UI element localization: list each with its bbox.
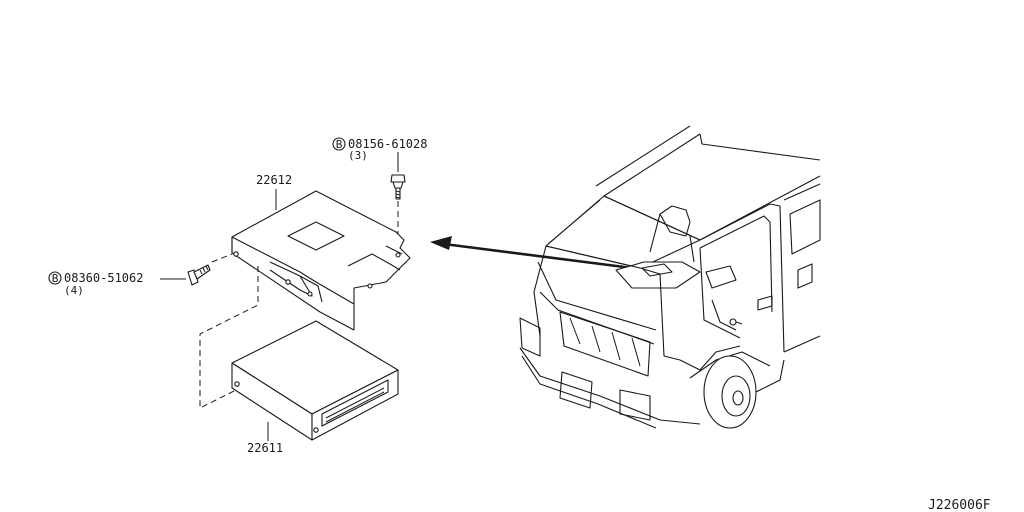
bolt-left-marker: B bbox=[52, 272, 59, 285]
location-arrow bbox=[430, 236, 633, 270]
bracket-part-number[interactable]: 22612 bbox=[256, 173, 292, 187]
bolt-top-part-number[interactable]: 08156-61028 bbox=[348, 137, 427, 151]
bolt-left-part-number[interactable]: 08360-51062 bbox=[64, 271, 143, 285]
bolt-marker-circle bbox=[48, 271, 62, 285]
vehicle-grille bbox=[559, 311, 651, 377]
control-unit-location bbox=[641, 263, 673, 277]
control-unit-part-number[interactable]: 22611 bbox=[247, 441, 283, 455]
bolt-marker-circle bbox=[332, 137, 346, 151]
diagram-reference-code: J226006F bbox=[928, 498, 991, 512]
bracket-raised-pad bbox=[287, 221, 345, 251]
bolt-left-guide-line bbox=[211, 253, 233, 263]
bolt-top-marker: B bbox=[336, 138, 343, 151]
bolt-left-quantity: (4) bbox=[64, 284, 84, 297]
bolt-left bbox=[187, 264, 211, 286]
bolt-top-callout: B 08156-61028 (3) bbox=[332, 137, 427, 172]
bolt-top-quantity: (3) bbox=[348, 149, 368, 162]
bolt-top bbox=[390, 174, 406, 200]
vehicle-front-wheel bbox=[703, 355, 757, 429]
assembly-guide-line bbox=[199, 266, 259, 409]
bolt-left-callout: B 08360-51062 (4) bbox=[48, 271, 186, 297]
bracket-22612: 22612 bbox=[231, 173, 411, 331]
control-unit-22611: 22611 bbox=[231, 320, 399, 455]
vehicle-illustration bbox=[519, 125, 821, 429]
bracket-plate bbox=[231, 190, 411, 331]
